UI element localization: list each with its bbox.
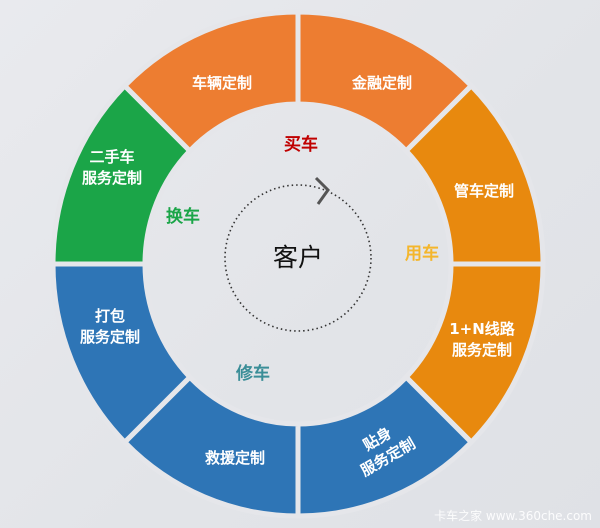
segment-label: 1+N线路服务定制 — [449, 320, 516, 359]
stage-buy: 买车 — [284, 134, 318, 155]
segment-label: 车辆定制 — [192, 74, 252, 92]
segment-label: 管车定制 — [454, 182, 514, 200]
stage-use: 用车 — [405, 243, 439, 264]
cycle-arrow-icon — [314, 176, 330, 205]
segment-label: 打包服务定制 — [80, 307, 140, 346]
segment-label: 救援定制 — [205, 449, 265, 467]
stage-replace: 换车 — [166, 206, 200, 227]
dotted-cycle-circle — [224, 184, 372, 332]
stage-repair: 修车 — [235, 363, 270, 384]
center-label: 客户 — [273, 243, 323, 272]
ring-segment — [121, 9, 301, 155]
segment-label: 二手车服务定制 — [82, 148, 142, 187]
watermark: 卡车之家 www.360che.com — [434, 509, 592, 523]
segment-label: 金融定制 — [351, 74, 412, 92]
